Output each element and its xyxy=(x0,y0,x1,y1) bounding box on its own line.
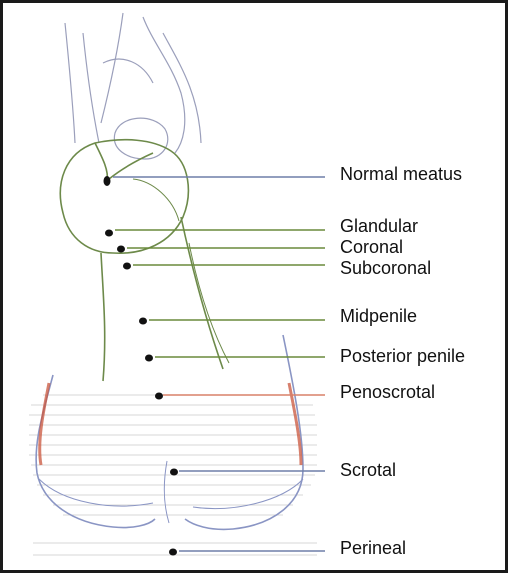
label-midpenile: Midpenile xyxy=(340,306,417,326)
scrotum-sketch xyxy=(36,335,303,529)
label-subcoronal: Subcoronal xyxy=(340,258,431,278)
dot-midpenile xyxy=(139,318,147,325)
label-glandular: Glandular xyxy=(340,216,418,236)
dot-normal-meatus xyxy=(104,176,111,186)
meatus-dots xyxy=(104,176,179,556)
label-coronal: Coronal xyxy=(340,237,403,257)
dot-scrotal xyxy=(170,469,178,476)
dot-subcoronal xyxy=(123,263,131,270)
hypospadias-sketch xyxy=(3,3,508,576)
label-scrotal: Scrotal xyxy=(340,460,396,480)
dot-penoscrotal xyxy=(155,393,163,400)
label-penoscrotal: Penoscrotal xyxy=(340,382,435,402)
dot-coronal xyxy=(117,246,125,253)
penis-sketch xyxy=(60,140,229,381)
label-normal-meatus: Normal meatus xyxy=(340,164,462,184)
hand-sketch xyxy=(65,13,201,159)
dot-posterior-penile xyxy=(145,355,153,362)
label-posterior-penile: Posterior penile xyxy=(340,346,465,366)
dot-glandular xyxy=(105,230,113,237)
label-perineal: Perineal xyxy=(340,538,406,558)
dot-perineal xyxy=(169,549,177,556)
